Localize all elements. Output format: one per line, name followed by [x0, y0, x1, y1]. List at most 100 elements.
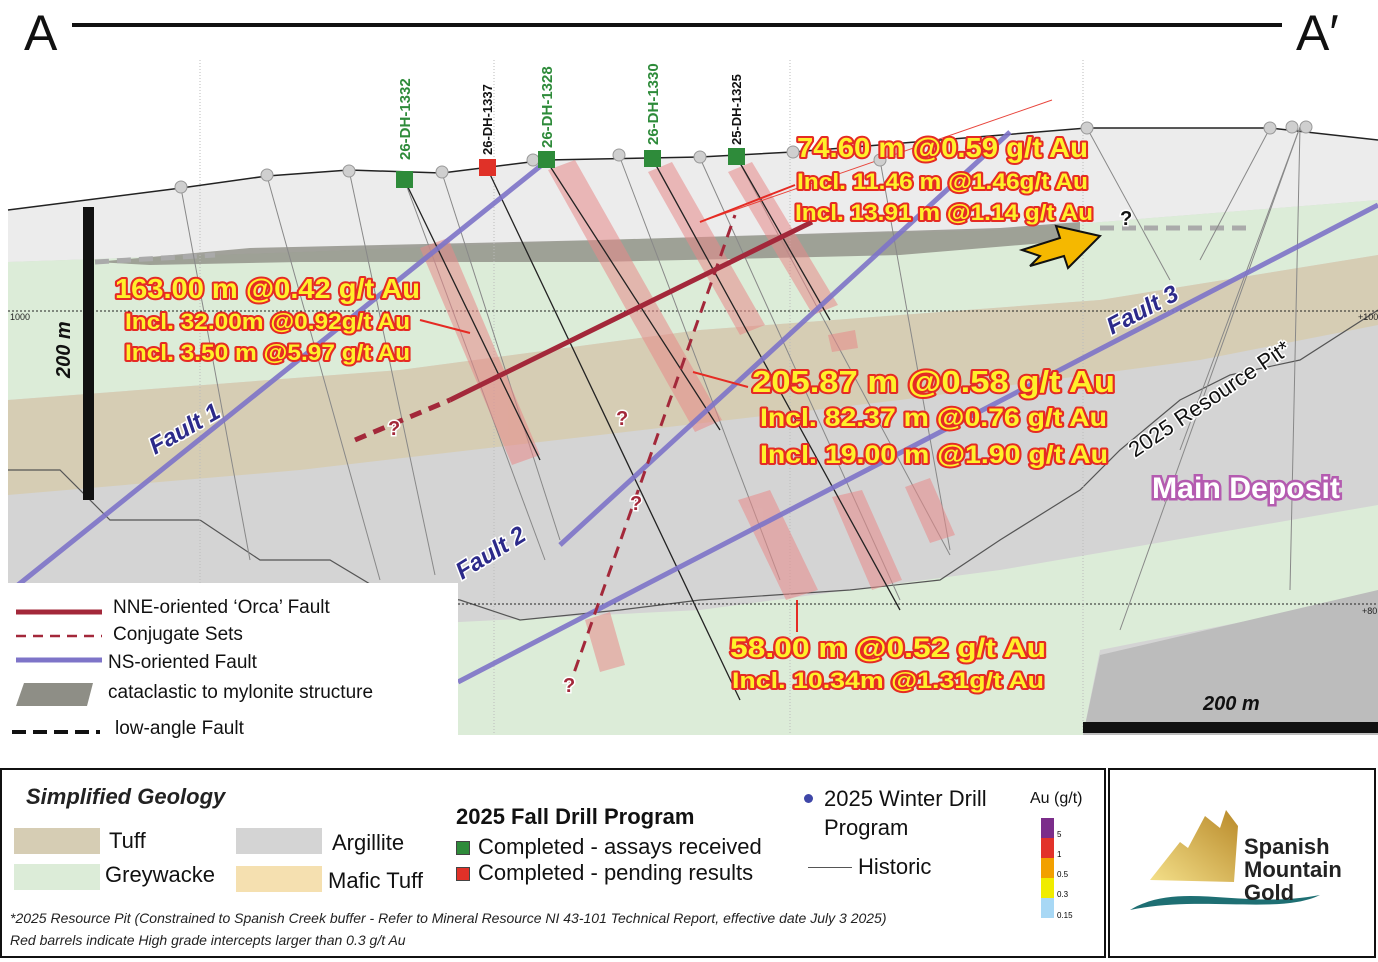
orca-fault-line: [448, 219, 814, 403]
winter-program-label-1: 2025 Winter Drill: [824, 786, 987, 811]
fault-3-line: [558, 130, 1012, 547]
intercept-main: 58.00 m @0.52 g/t Au: [730, 633, 1046, 663]
main-deposit-label: Main Deposit: [1152, 472, 1340, 505]
elevation-label-right-lower: +80: [1362, 606, 1377, 616]
winter-hole-collars: [174, 120, 1313, 194]
section-start-label: A: [24, 5, 58, 61]
orca-fault-dashed: [354, 397, 451, 443]
collar-26-DH-1337[interactable]: [479, 159, 496, 176]
hole-label: 26-DH-1330: [645, 63, 662, 145]
grade-scale-title: Au (g/t): [1030, 790, 1083, 807]
wave-icon: [1130, 895, 1320, 910]
intercept-incl: Incl. 3.50 m @5.97 g/t Au: [125, 340, 410, 365]
intercept-incl: Incl. 10.34m @1.31g/t Au: [732, 668, 1044, 693]
elevation-label-right-upper: +100: [1358, 312, 1378, 322]
question-mark: ?: [1120, 208, 1132, 230]
collar-25-DH-1325[interactable]: [728, 148, 745, 165]
company-logo: Spanish Mountain Gold: [1130, 810, 1342, 910]
geology-legend-title: Simplified Geology: [26, 784, 226, 809]
intercept-incl: Incl. 11.46 m @1.46g/t Au: [797, 169, 1088, 194]
structure-legend-label: Conjugate Sets: [113, 624, 243, 645]
faults: [16, 99, 1378, 691]
intercept-incl: Incl. 32.00m @0.92g/t Au: [125, 309, 410, 334]
historic-label: Historic: [858, 854, 932, 879]
structure-legend-label: NNE-oriented ‘Orca’ Fault: [113, 597, 331, 618]
grade-bin-label: 0.15: [1057, 911, 1073, 920]
fall-legend-assays-label: Completed - assays received: [478, 834, 762, 859]
logo-line-3: Gold: [1244, 880, 1294, 905]
intercept-incl: Incl. 82.37 m @0.76 g/t Au: [760, 404, 1107, 432]
fall-drill-holes: [403, 155, 901, 701]
cross-section: A A′ 1000 +100 +80: [7, 5, 1378, 739]
argillite-lower-unit: [1083, 590, 1378, 735]
collar-26-DH-1330[interactable]: [644, 150, 661, 167]
winter-program-label-2: Program: [824, 815, 909, 840]
fault-2-line: [456, 202, 1378, 685]
historic-drill-holes: [180, 126, 1301, 631]
argillite-label: Argillite: [332, 830, 405, 855]
horizontal-scale-bar: [1083, 722, 1378, 733]
question-mark: ?: [616, 408, 628, 430]
argillite-swatch: [236, 828, 322, 854]
fall-program-title: 2025 Fall Drill Program: [456, 804, 695, 829]
vertical-scale-label: 200 m: [53, 321, 75, 379]
hole-label: 26-DH-1328: [539, 66, 556, 148]
greywacke-swatch: [14, 864, 100, 890]
intercept-incl: Incl. 13.91 m @1.14 g/t Au: [795, 200, 1093, 225]
tuff-label: Tuff: [109, 828, 146, 853]
cataclastic-swatch: [16, 683, 93, 706]
winter-dot-icon: [804, 794, 813, 803]
section-end-label: A′: [1296, 5, 1339, 61]
question-mark: ?: [388, 418, 400, 440]
grade-bin-label: 1: [1057, 850, 1062, 859]
grade-bin: [1041, 858, 1054, 878]
hole-label: 25-DH-1325: [729, 74, 744, 145]
hole-label: 26-DH-1337: [480, 84, 495, 155]
grade-bin: [1041, 838, 1054, 858]
grade-bin-label: 0.3: [1057, 890, 1069, 899]
fault-1-line: [16, 158, 550, 587]
intercept-main: 163.00 m @0.42 g/t Au: [115, 273, 420, 304]
grade-bin-label: 0.5: [1057, 870, 1069, 879]
grade-bin: [1041, 878, 1054, 898]
footnote-barrels: Red barrels indicate High grade intercep…: [10, 932, 406, 948]
intercept-incl: Incl. 19.00 m @1.90 g/t Au: [760, 441, 1108, 469]
fall-legend-pending: Completed - pending results: [456, 860, 753, 886]
structure-legend-label: low-angle Fault: [115, 718, 245, 739]
question-mark: ?: [630, 493, 642, 515]
leader-lines: [419, 184, 798, 632]
hole-label: 26-DH-1332: [397, 78, 414, 160]
collar-26-DH-1328[interactable]: [538, 151, 555, 168]
structure-legend-label: NS-oriented Fault: [108, 652, 258, 673]
cataclastic-structure: [95, 222, 1080, 265]
structure-legend-label: cataclastic to mylonite structure: [108, 682, 373, 703]
horizontal-scale-label: 200 m: [1202, 693, 1260, 715]
tuff-swatch: [14, 828, 100, 854]
logo-line-1: Spanish: [1244, 834, 1330, 859]
legend-panel: Simplified Geology Tuff Argillite Greywa…: [0, 768, 1106, 958]
mafic-tuff-swatch: [236, 866, 322, 892]
red-square-icon: [456, 867, 470, 882]
intercept-main: 74.60 m @0.59 g/t Au: [797, 132, 1088, 163]
greywacke-label: Greywacke: [105, 862, 216, 887]
elevation-label-left: 1000: [10, 312, 30, 322]
upper-light-unit: [8, 128, 1378, 262]
logo-panel: Spanish Mountain Gold: [1108, 768, 1376, 958]
conjugate-set-line: [566, 214, 737, 691]
footnote-pit: *2025 Resource Pit (Constrained to Spani…: [10, 910, 887, 926]
vertical-scale-bar: [83, 207, 94, 500]
fall-legend-pending-label: Completed - pending results: [478, 860, 754, 885]
fall-legend-assays: Completed - assays received: [456, 834, 762, 860]
mountain-icon: [1150, 810, 1238, 882]
grade-bin-label: 5: [1057, 830, 1062, 839]
green-square-icon: [456, 841, 470, 856]
grade-bin: [1041, 818, 1054, 838]
mafic-tuff-label: Mafic Tuff: [328, 868, 423, 893]
historic-line-icon: [808, 867, 852, 868]
grade-bin: [1041, 898, 1054, 918]
arrow-icon: [1018, 224, 1102, 270]
resource-pit-outline: [8, 309, 1378, 621]
question-mark: ?: [563, 675, 575, 697]
intercept-main: 205.87 m @0.58 g/t Au: [752, 364, 1115, 399]
collar-26-DH-1332[interactable]: [396, 171, 413, 188]
